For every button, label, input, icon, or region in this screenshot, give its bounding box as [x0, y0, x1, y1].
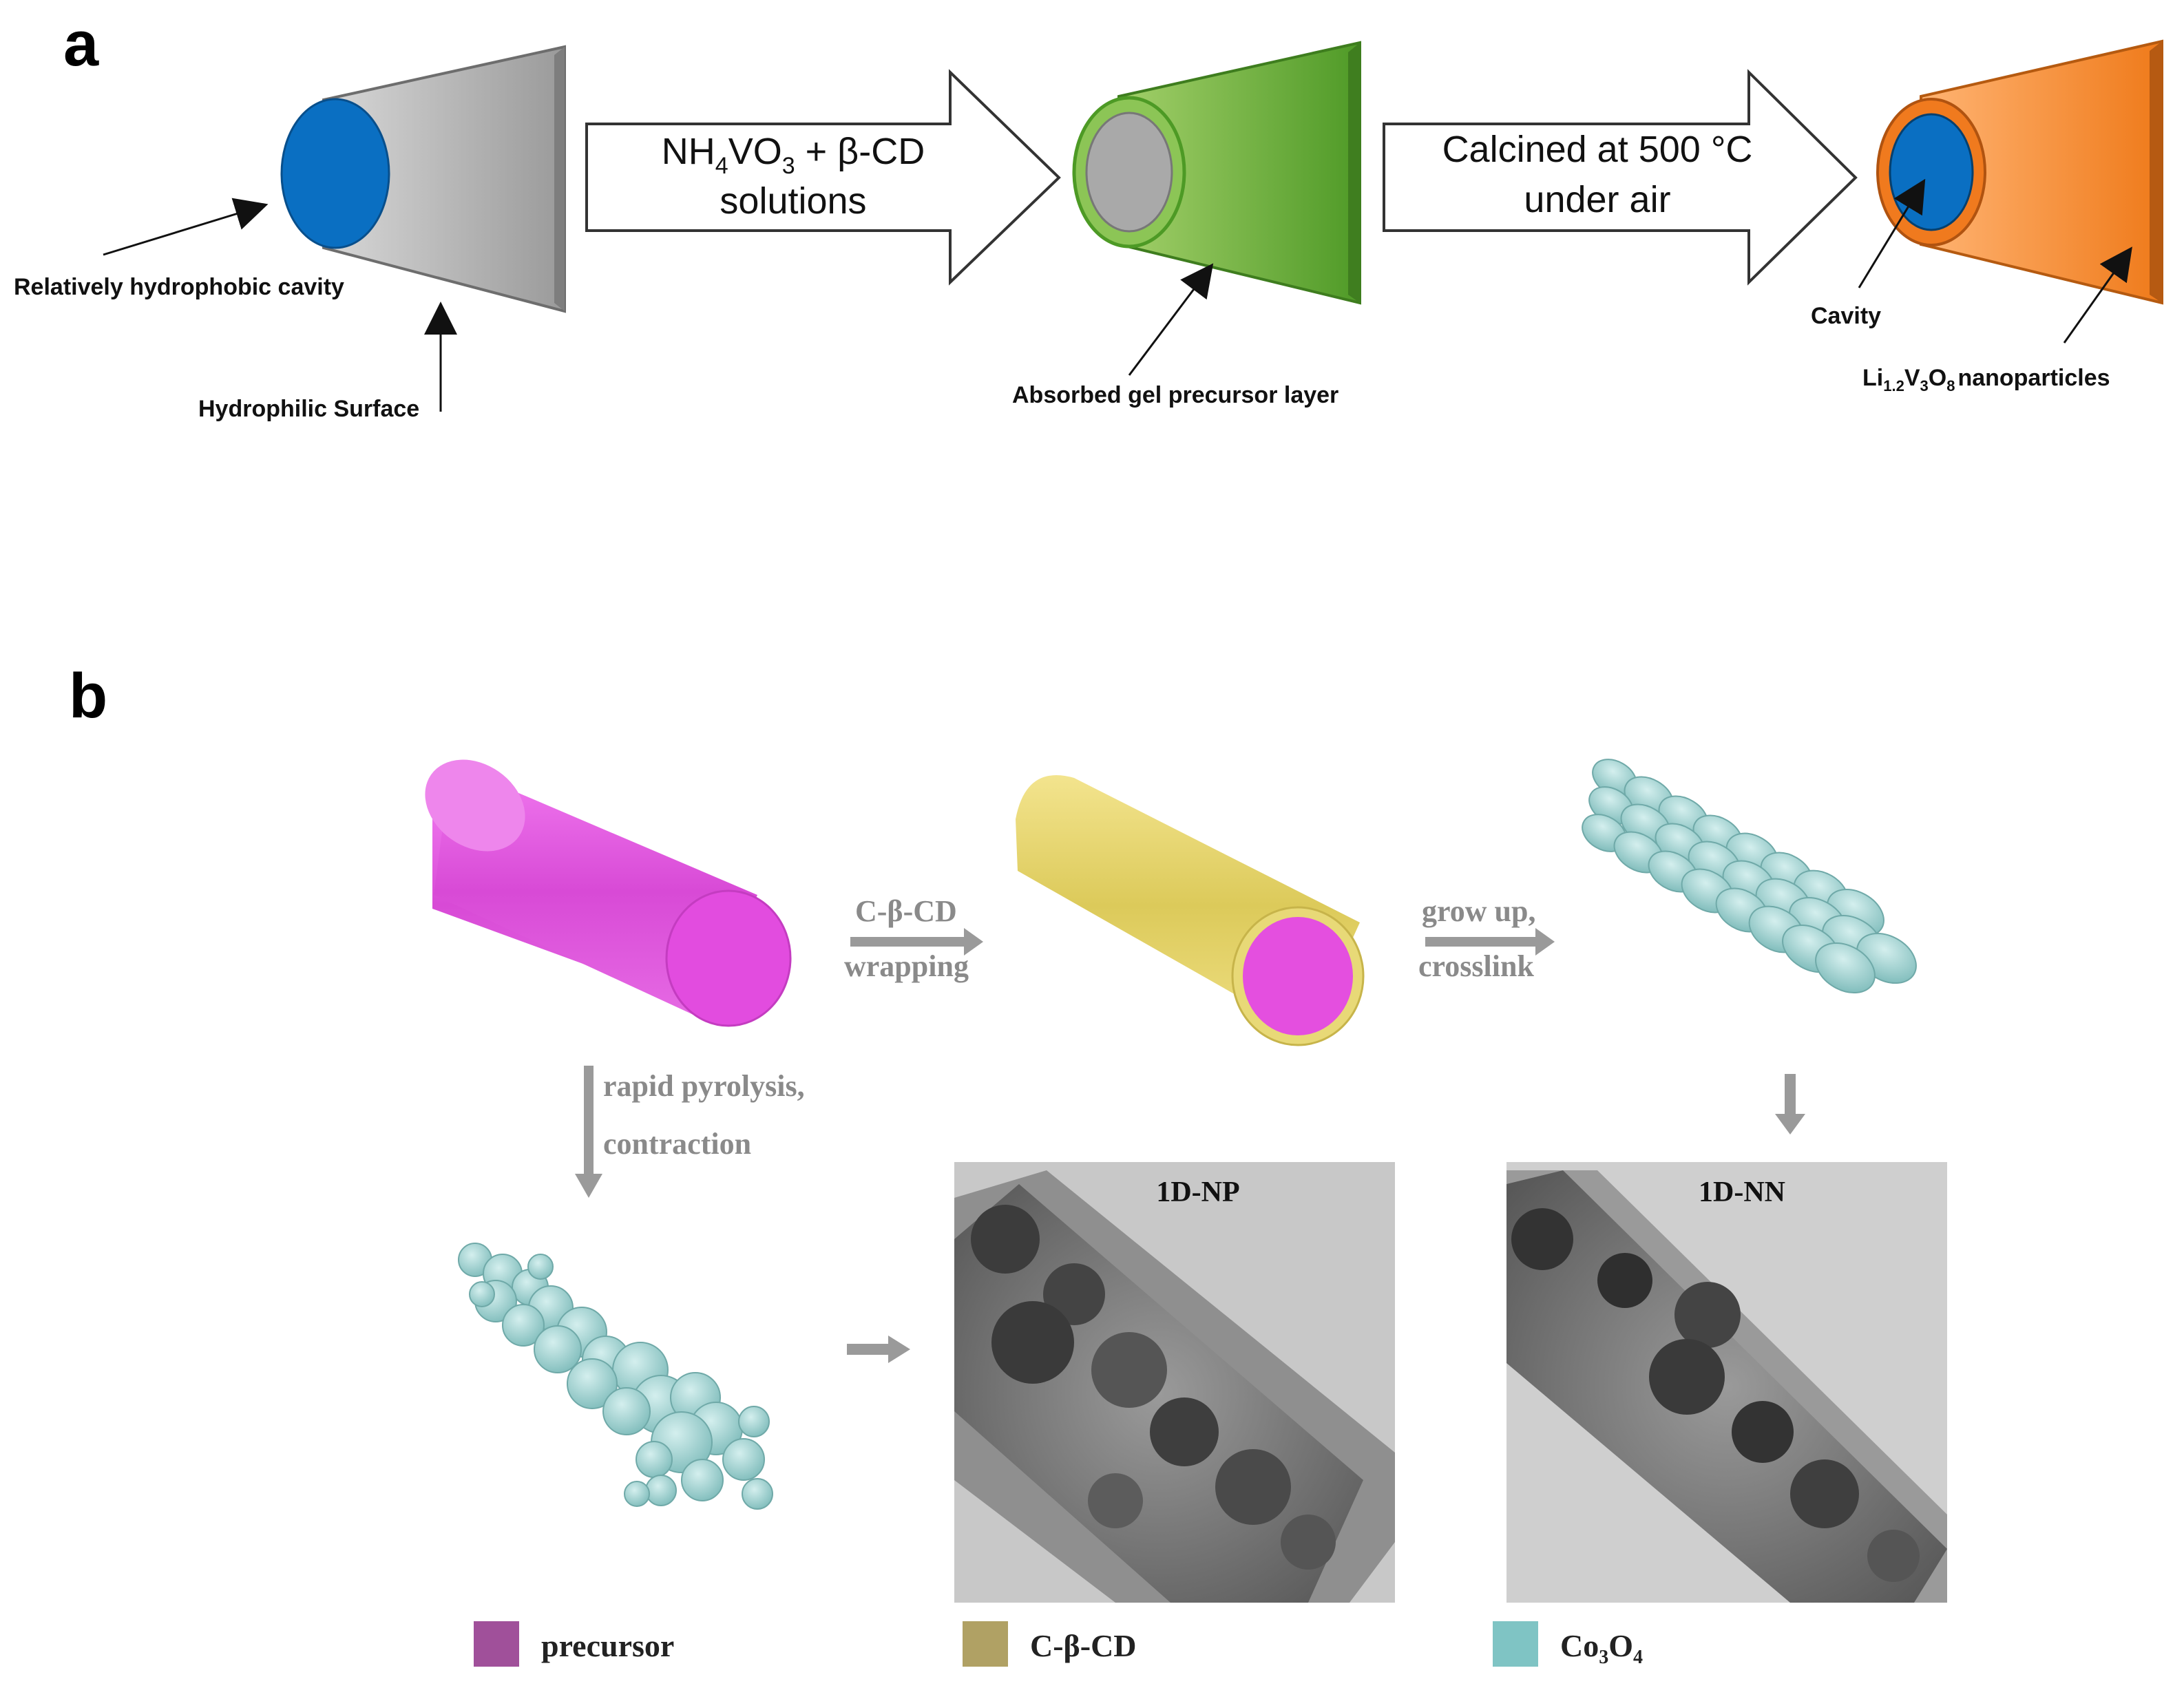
label-absorbed-layer: Absorbed gel precursor layer	[1012, 382, 1338, 408]
tem-image-1d-np: 1D-NP	[954, 1162, 1395, 1603]
tem-right-title: 1D-NN	[1699, 1177, 1785, 1208]
legend-label-co3o4: Co3O4	[1560, 1628, 1643, 1668]
arrow-2-line-1: Calcined at 500 °C	[1442, 129, 1753, 170]
block-arrow-1	[585, 69, 1061, 286]
magenta-precursor-rod	[425, 759, 792, 1027]
co3o4-particle-cluster	[458, 1243, 773, 1510]
yellow-rod-core	[1243, 917, 1353, 1035]
co3o4-nanochain-bundle	[1582, 759, 1917, 994]
step-pyrolysis-top: rapid pyrolysis,	[603, 1069, 805, 1103]
step-wrap-top: C-β-CD	[855, 894, 957, 928]
pointer-cavity	[103, 198, 269, 256]
tem-left-title: 1D-NP	[1156, 1177, 1239, 1208]
label-hydrophobic-cavity: Relatively hydrophobic cavity	[14, 274, 344, 300]
step-wrap-bottom: wrapping	[844, 949, 969, 983]
magenta-rod-end	[665, 889, 792, 1027]
label-cavity: Cavity	[1811, 303, 1881, 329]
hydrophobic-cavity-ellipse	[280, 98, 390, 249]
step-grow-arrow-head	[1535, 928, 1555, 956]
legend-label-precursor: precursor	[541, 1628, 674, 1663]
panel-a-letter: a	[63, 9, 99, 79]
step-grow-top: grow up,	[1422, 894, 1535, 928]
legend-label-c-beta-cd: C-β-CD	[1030, 1628, 1137, 1663]
pointer-nanoparticles	[2063, 246, 2132, 344]
pyrolysis-arrow-head	[575, 1174, 602, 1198]
step-pyrolysis-bottom: contraction	[603, 1127, 751, 1161]
legend: precursor C-β-CD Co3O4	[474, 1621, 1643, 1668]
arrow-2-line-2: under air	[1524, 179, 1670, 220]
pointer-cavity-2	[1858, 178, 1926, 288]
panel-b-letter: b	[69, 661, 108, 731]
legend-swatch-co3o4	[1493, 1621, 1538, 1667]
inner-cavity-ellipse	[1889, 113, 1974, 231]
grey-core-ellipse	[1085, 112, 1173, 233]
pointer-gel-layer	[1128, 263, 1214, 376]
legend-swatch-precursor	[474, 1621, 519, 1667]
green-coated-cone	[1072, 41, 1361, 305]
down-arrow-right-head	[1775, 1114, 1805, 1135]
legend-swatch-c-beta-cd	[963, 1621, 1008, 1667]
label-hydrophilic-surface: Hydrophilic Surface	[198, 396, 419, 422]
arrow-1-line-1: NH4VO3 + β-CD	[662, 131, 925, 179]
grey-cyclodextrin-cone	[280, 45, 566, 313]
arrow-1-line-2: solutions	[720, 180, 866, 222]
to-tem-arrow-head	[888, 1336, 910, 1363]
step-wrap-arrow-head	[964, 928, 983, 956]
step-grow-bottom: crosslink	[1418, 949, 1534, 983]
yellow-wrapped-rod	[1016, 775, 1365, 1046]
tem-image-1d-nn: 1D-NN	[1506, 1162, 1947, 1603]
block-arrow-2	[1383, 69, 1858, 286]
